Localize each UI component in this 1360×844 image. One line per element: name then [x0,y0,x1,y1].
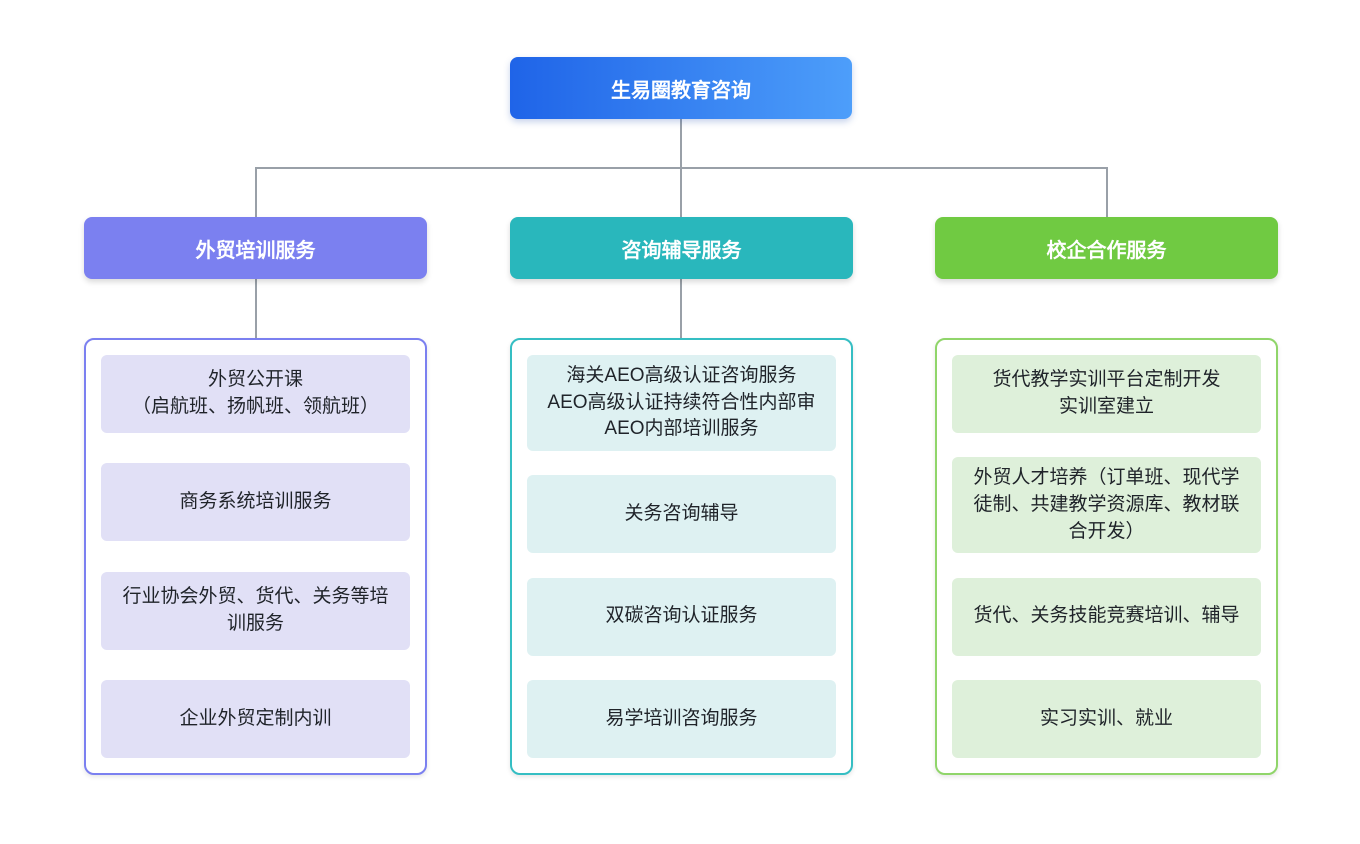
service-item[interactable]: 关务咨询辅导 [527,475,836,554]
service-item[interactable]: 商务系统培训服务 [101,463,410,542]
connector-horizontal-line [255,167,1107,169]
branch-container-foreign-trade-training: 外贸公开课 （启航班、扬帆班、领航班） 商务系统培训服务 行业协会外贸、货代、关… [84,338,427,775]
connector-right-drop-line [1106,167,1108,217]
root-node[interactable]: 生易圈教育咨询 [510,57,852,119]
service-item[interactable]: 易学培训咨询服务 [527,680,836,758]
connector-center-header-to-container-line [680,279,682,338]
service-item[interactable]: 货代教学实训平台定制开发 实训室建立 [952,355,1261,433]
service-item[interactable]: 行业协会外贸、货代、关务等培 训服务 [101,571,410,650]
service-item[interactable]: 海关AEO高级认证咨询服务 AEO高级认证持续符合性内部审 AEO内部培训服务 [527,355,836,451]
service-item[interactable]: 货代、关务技能竞赛培训、辅导 [952,577,1261,656]
connector-left-header-to-container-line [255,279,257,338]
service-item[interactable]: 企业外贸定制内训 [101,679,410,758]
branch-container-school-enterprise-cooperation: 货代教学实训平台定制开发 实训室建立 外贸人才培养（订单班、现代学 徒制、共建教… [935,338,1278,775]
service-item[interactable]: 双碳咨询认证服务 [527,577,836,656]
service-item[interactable]: 实习实训、就业 [952,680,1261,758]
branch-header-consulting-coaching[interactable]: 咨询辅导服务 [510,217,853,279]
branch-container-consulting-coaching: 海关AEO高级认证咨询服务 AEO高级认证持续符合性内部审 AEO内部培训服务 … [510,338,853,775]
service-item[interactable]: 外贸人才培养（订单班、现代学 徒制、共建教学资源库、教材联 合开发） [952,457,1261,554]
branch-header-school-enterprise-cooperation[interactable]: 校企合作服务 [935,217,1278,279]
connector-left-drop-line [255,167,257,217]
service-item[interactable]: 外贸公开课 （启航班、扬帆班、领航班） [101,355,410,433]
branch-header-foreign-trade-training[interactable]: 外贸培训服务 [84,217,427,279]
